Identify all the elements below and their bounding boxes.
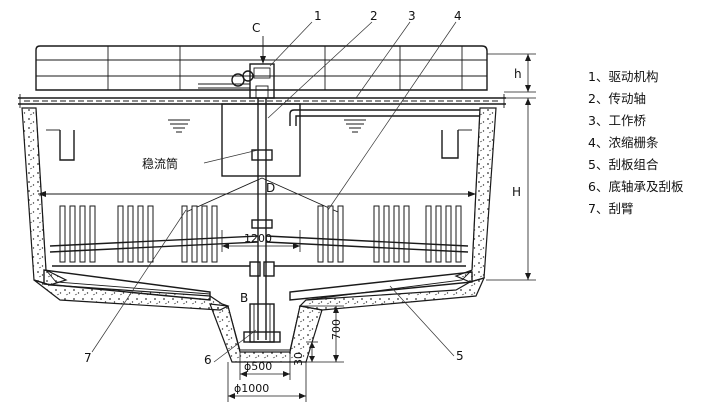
tie-rods [185,177,339,213]
picket-bar [211,205,218,263]
arrow-c [260,36,266,64]
legend: 1、驱动机构 2、传动轴 3、工作桥 4、浓缩栅条 5、刮板组合 6、底轴承及刮… [588,66,700,220]
picket-bar [373,205,380,263]
callout-3: 3 [408,9,416,23]
arm-line [38,191,476,197]
callout-4: 4 [454,9,462,23]
callout-5: 5 [456,349,464,363]
overflow-launder [46,129,472,161]
picket-bar [89,205,96,263]
dim-30: 30 [292,352,305,366]
picket-bar [327,205,334,263]
legend-item-2: 2、传动轴 [588,91,646,106]
picket-bar [201,205,208,263]
picket-bar [435,205,442,263]
scraper-blades [43,269,473,301]
picket-bar [445,205,452,263]
work-bridge [18,94,506,108]
picket-bar [147,205,154,263]
center-well [221,103,301,177]
picket-bar [455,205,462,263]
legend-item-6: 6、底轴承及刮板 [588,179,684,194]
callout-1: 1 [314,9,322,23]
feed-pipe [289,109,480,126]
dim-700: 700 [330,319,343,340]
callout-2: 2 [370,9,378,23]
height-dimensions [486,53,536,281]
label-h-small: h [514,67,522,81]
dim-diameter-lines [227,352,307,402]
dim-1200-lines [221,230,301,252]
label-b: B [240,291,248,305]
picket-bar [393,205,400,263]
picket-bar [181,205,188,263]
legend-item-7: 7、刮臂 [588,201,634,216]
picket-bar [383,205,390,263]
picket-bar [137,205,144,263]
legend-item-1: 1、驱动机构 [588,69,659,84]
dim-1200: 1200 [244,232,272,245]
label-d: D [266,181,275,195]
water-level-symbols [168,119,366,133]
legend-item-3: 3、工作桥 [588,113,646,128]
callout-7: 7 [84,351,92,365]
bottom-bearing [243,303,281,343]
label-c: C [252,21,260,35]
picket-bar [79,205,86,263]
dim-phi500: ϕ500 [244,360,272,373]
leader-lines [91,21,457,363]
picket-bar [317,205,324,263]
picket-bar [69,205,76,263]
picket-bar [117,205,124,263]
picket-bar [59,205,66,263]
center-well-label: 稳流筒 [142,156,178,171]
drive-mechanism [198,63,275,99]
legend-item-5: 5、刮板组合 [588,157,659,172]
picket-bar [425,205,432,263]
top-frame [35,45,488,91]
legend-item-4: 4、浓缩栅条 [588,135,659,150]
picket-bar [127,205,134,263]
dim-vertical-lines [300,305,344,363]
drive-shaft [249,98,275,340]
label-h-big: H [512,185,521,199]
callout-6: 6 [204,353,212,367]
dim-phi1000: ϕ1000 [234,382,269,395]
picket-bar [403,205,410,263]
picket-bar [337,205,344,263]
picket-bar [191,205,198,263]
